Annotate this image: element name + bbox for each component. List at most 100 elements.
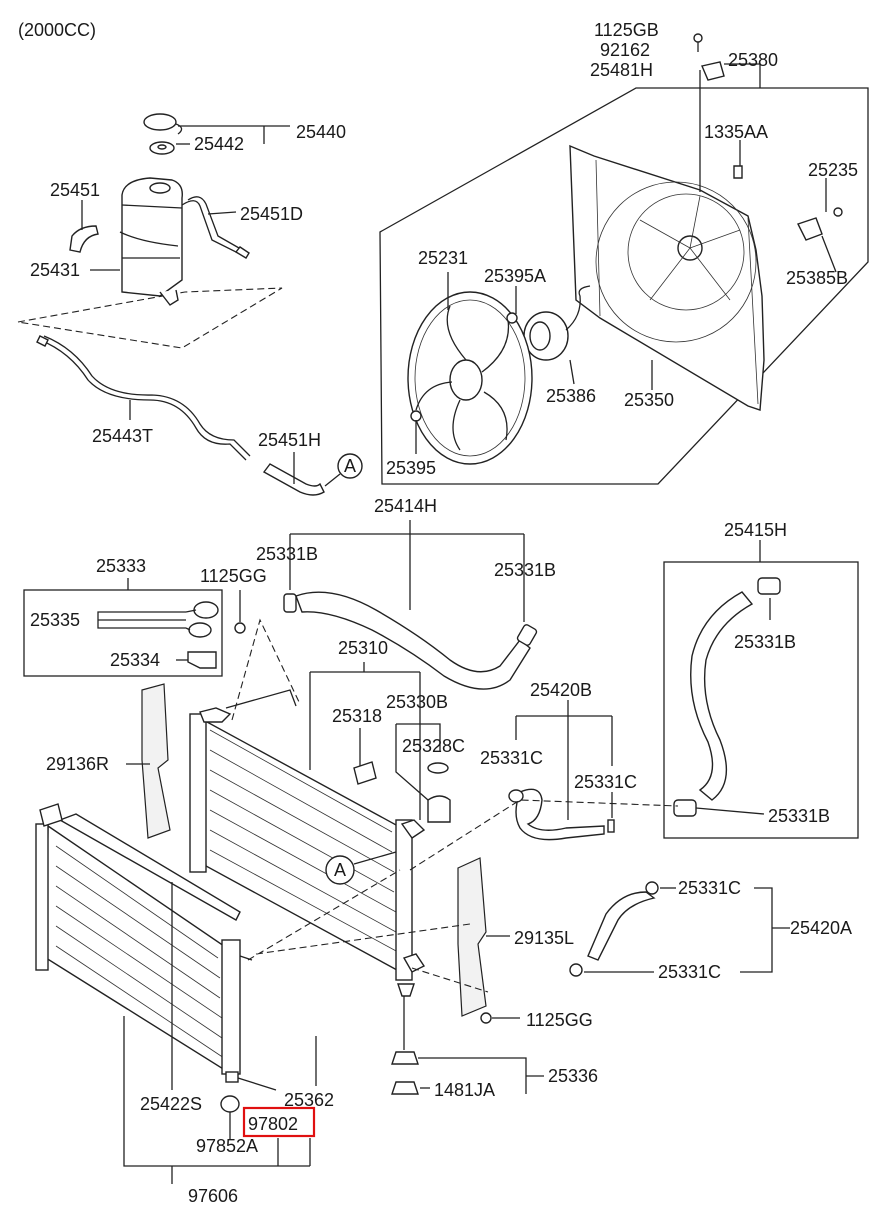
air-guard-29136R-icon [141, 683, 171, 839]
label-97606: 97606 [188, 1186, 238, 1206]
label-25420B: 25420B [530, 680, 592, 700]
fan-shroud-assembly [379, 33, 869, 485]
label-25431: 25431 [30, 260, 80, 280]
label-25331B-d: 25331B [768, 806, 830, 826]
bushing-25335-top-icon [193, 601, 219, 619]
label-25336: 25336 [548, 1066, 598, 1086]
seal-25328C-icon [427, 762, 449, 774]
radiator-25310 [189, 662, 426, 997]
tube-25443T-icon [39, 339, 247, 461]
mount-assembly [391, 996, 544, 1095]
ref-marker-a-radiator: A [325, 851, 397, 885]
clamp-25331B-left-icon [283, 593, 297, 613]
clamp-25331C-b-icon [607, 819, 615, 833]
dryer-cap-97852A-icon [220, 1095, 240, 1113]
label-25330B: 25330B [386, 692, 448, 712]
highlight-box-97802 [242, 1106, 316, 1138]
bracket-box-25333 [23, 578, 246, 677]
label-25331C-c: 25331C [678, 878, 741, 898]
drain-plug-25318-icon [353, 761, 377, 785]
clip-25395-icon [410, 410, 422, 422]
hose-25451D-icon [181, 200, 245, 257]
hose-25420B-icon [515, 788, 605, 841]
label-25331B-c: 25331B [734, 632, 796, 652]
upper-hose-25414H-icon [295, 591, 531, 690]
clamp-25331C-c-icon [645, 881, 659, 895]
label-29135L: 29135L [514, 928, 574, 948]
clamp-25331C-d-icon [569, 963, 583, 977]
ref-marker-a-radiator-label: A [334, 860, 346, 880]
label-25422S: 25422S [140, 1094, 202, 1114]
bolt-1125GB-icon [693, 33, 703, 43]
bushing-25335-bottom-icon [188, 622, 212, 638]
bottom-leaders [123, 882, 317, 1184]
label-25451: 25451 [50, 180, 100, 200]
mount-1481JA-icon [391, 1081, 419, 1095]
label-25385B: 25385B [786, 268, 848, 288]
label-25333: 25333 [96, 556, 146, 576]
air-guard-29135L-icon [457, 857, 487, 1017]
ref-marker-a-top-label: A [344, 456, 356, 476]
label-97802: 97802 [248, 1114, 298, 1134]
label-25331B-a: 25331B [256, 544, 318, 564]
motor-25386-icon [523, 285, 591, 361]
label-1125GB: 1125GB [594, 20, 659, 40]
label-25440: 25440 [296, 122, 346, 142]
label-25395: 25395 [386, 458, 436, 478]
label-25362: 25362 [284, 1090, 334, 1110]
reservoir-assembly [17, 113, 341, 496]
condenser-97606 [35, 803, 253, 1083]
engine-spec-label: (2000CC) [18, 20, 96, 40]
label-25335: 25335 [30, 610, 80, 630]
label-25386: 25386 [546, 386, 596, 406]
clamp-25331B-right-icon [516, 624, 538, 646]
label-25350: 25350 [624, 390, 674, 410]
hose-25420A-icon [587, 891, 656, 961]
upper-hose-assembly [283, 520, 538, 690]
label-25380: 25380 [728, 50, 778, 70]
fan-blade-25231-icon [407, 291, 533, 465]
bolt-25395A-icon [506, 312, 518, 324]
label-25331C-a: 25331C [480, 748, 543, 768]
label-1125GG-b: 1125GG [526, 1010, 593, 1030]
hose-box-25415H [663, 540, 859, 839]
ref-marker-a-top: A [337, 453, 363, 479]
reservoir-tank-icon [119, 177, 183, 306]
mount-25336-icon [391, 1051, 419, 1065]
reservoir-cap-icon [143, 113, 177, 131]
label-25331C-d: 25331C [658, 962, 721, 982]
bolt-25235-icon [833, 207, 843, 217]
air-guard-29136R [126, 683, 171, 839]
label-1481JA: 1481JA [434, 1080, 495, 1100]
bracket-25334-icon [187, 651, 217, 669]
hose-25451-icon [69, 225, 99, 253]
label-25334: 25334 [110, 650, 160, 670]
label-1125GG-a: 1125GG [200, 566, 267, 586]
label-25328C: 25328C [402, 736, 465, 756]
label-25331B-b: 25331B [494, 560, 556, 580]
label-25231: 25231 [418, 248, 468, 268]
clamp-25331B-top-right-icon [757, 577, 781, 595]
fan-shroud-outline [379, 87, 869, 485]
label-25414H: 25414H [374, 496, 437, 516]
lower-hose-25415H-icon [690, 591, 754, 801]
resistor-25385B-icon [797, 217, 823, 241]
cap-25330B-icon [427, 795, 451, 823]
label-25420A: 25420A [790, 918, 852, 938]
label-25310: 25310 [338, 638, 388, 658]
label-29136R: 29136R [46, 754, 109, 774]
bolt-1125GG-top-icon [234, 622, 246, 634]
drain-plug-assembly [353, 723, 451, 823]
label-25415H: 25415H [724, 520, 787, 540]
nut-1335AA-icon [733, 165, 743, 179]
hose-25420B-assembly [508, 700, 615, 841]
label-25451D: 25451D [240, 204, 303, 224]
label-25481H: 25481H [590, 60, 653, 80]
clip-25380-icon [701, 61, 725, 81]
air-guard-29135L [457, 857, 510, 1017]
clamp-25331B-bottom-right-icon [673, 799, 697, 817]
label-97852A: 97852A [196, 1136, 258, 1156]
label-1335AA: 1335AA [704, 122, 768, 142]
